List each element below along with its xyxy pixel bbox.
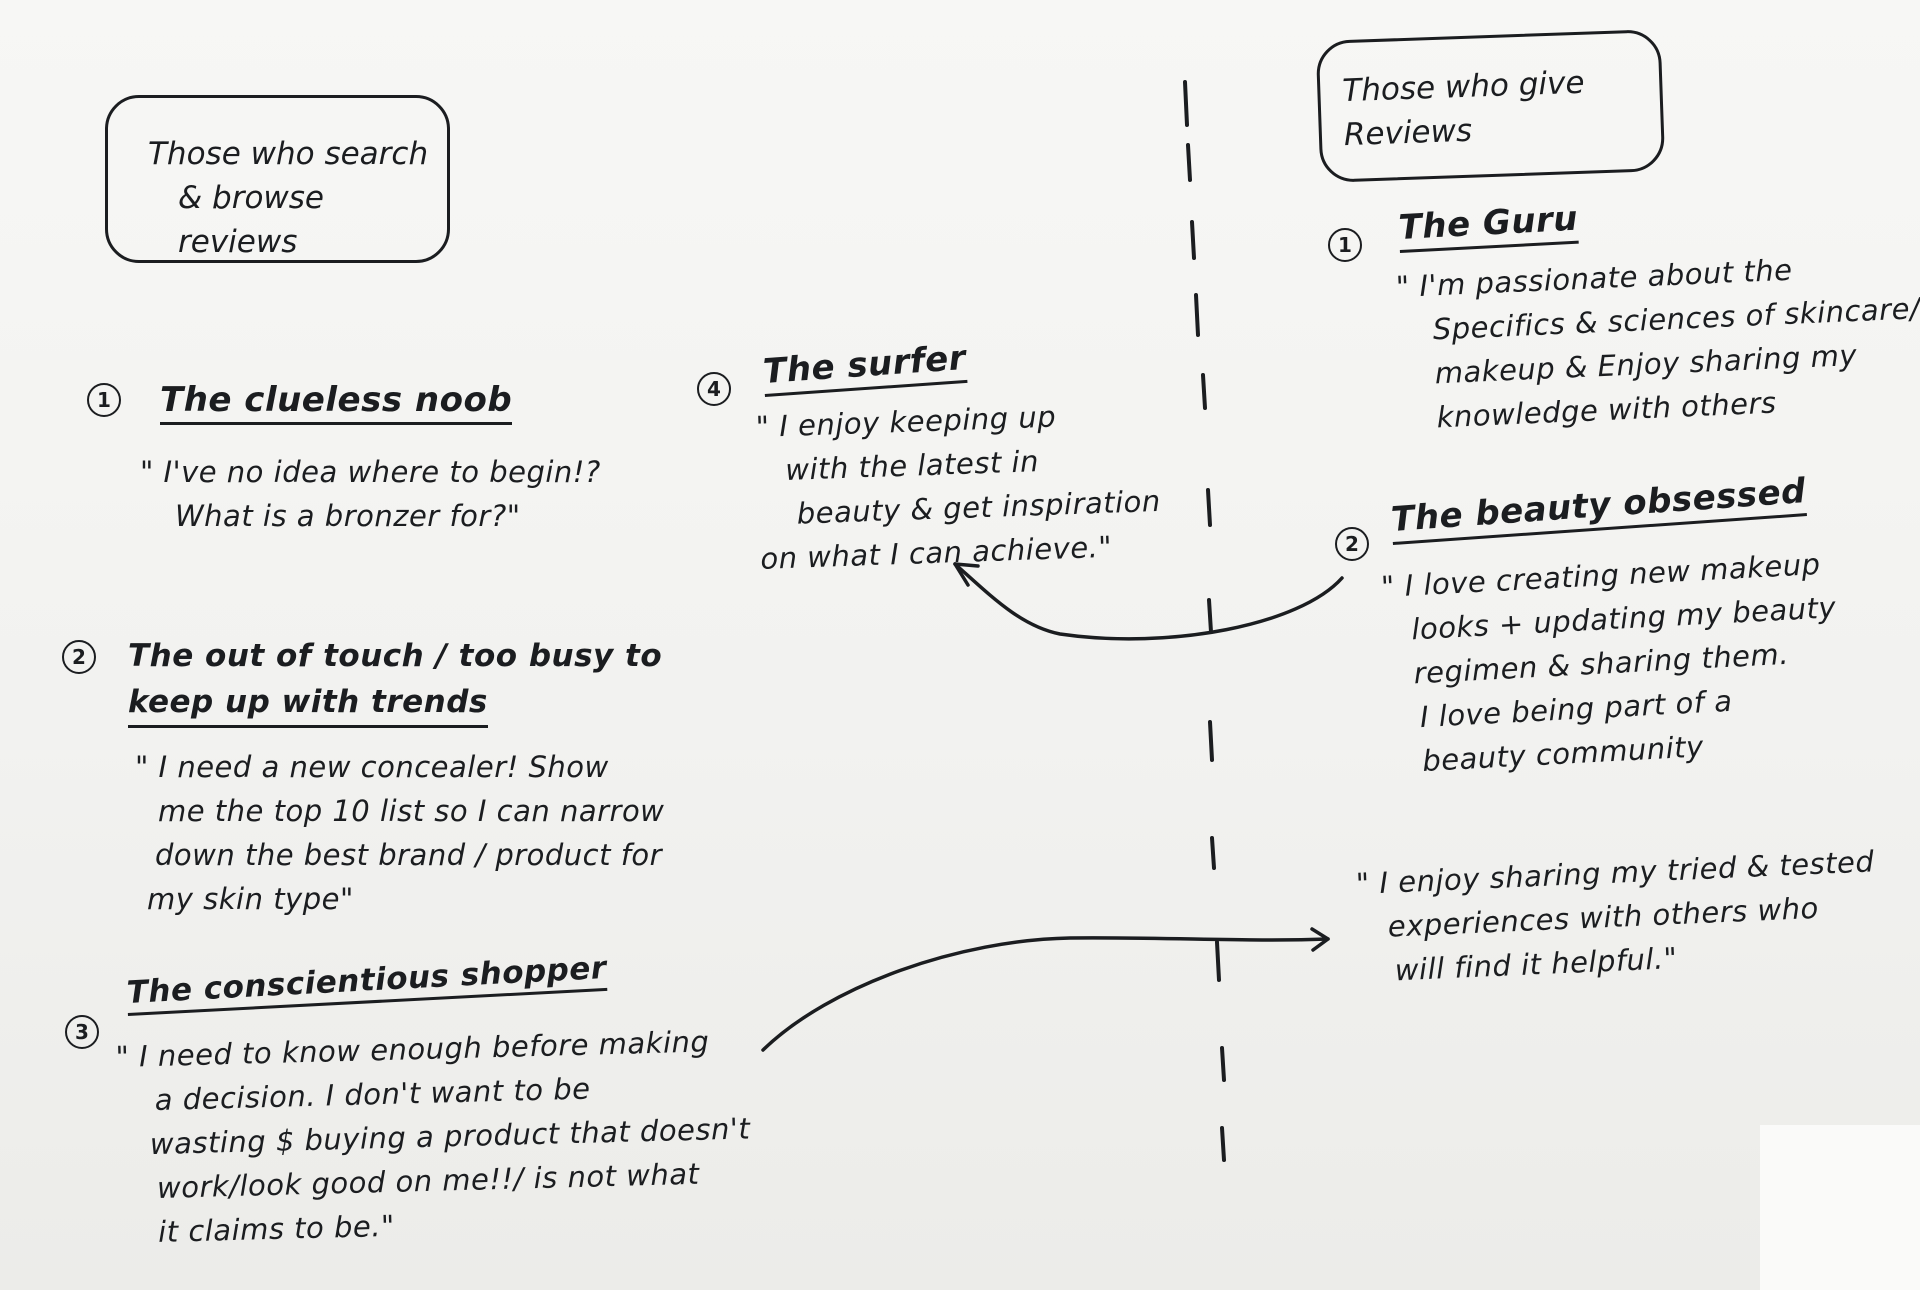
divider-dash — [1210, 836, 1216, 870]
quote-line: my skin type" — [147, 882, 354, 916]
persona-title-guru: The Guru — [1397, 198, 1580, 253]
title-line: The out of touch / too busy to — [128, 638, 663, 674]
persona-quote: " I'm passionate about the Specifics & s… — [1395, 242, 1920, 441]
givers-group-box: Those who give Reviews — [1315, 29, 1666, 183]
persona-number: 3 — [65, 1015, 99, 1049]
giver-motivation-quote: " I enjoy sharing my tried & tested expe… — [1355, 839, 1879, 993]
quote-line: down the best brand / product for — [155, 838, 663, 872]
persona-number: 2 — [62, 640, 96, 674]
persona-title-beauty-obsessed: The beauty obsessed — [1389, 471, 1808, 545]
divider-dash — [1201, 373, 1207, 410]
persona-quote: " I need a new concealer! Show me the to… — [135, 745, 664, 921]
persona-number: 1 — [87, 383, 121, 417]
persona-title-surfer: The surfer — [761, 337, 968, 397]
persona-quote: " I've no idea where to begin!? What is … — [140, 450, 601, 538]
arrow-obsessed-to-surfer — [953, 562, 1344, 641]
divider-dash — [1215, 940, 1221, 982]
divider-dash — [1220, 1126, 1226, 1162]
divider-dash — [1208, 720, 1214, 762]
quote-line: " I need a new concealer! Show — [135, 750, 609, 784]
divider-dash — [1194, 293, 1200, 337]
browsers-box-line1: Those who search — [148, 136, 429, 172]
persona-quote: " I enjoy keeping up with the latest in … — [755, 391, 1163, 581]
persona-quote: " I need to know enough before making a … — [115, 1018, 753, 1254]
divider-dash — [1186, 143, 1192, 182]
quote-line: " I've no idea where to begin!? — [140, 455, 601, 489]
divider-dash — [1220, 1046, 1226, 1082]
center-divider — [1183, 80, 1226, 1162]
divider-dash — [1190, 220, 1196, 260]
persona-number: 4 — [697, 372, 731, 406]
persona-number: 1 — [1328, 228, 1362, 262]
browsers-group-box: Those who search & browse reviews — [105, 95, 450, 263]
persona-title-out-of-touch: The out of touch / too busy to keep up w… — [128, 633, 662, 728]
persona-quote: " I love creating new makeup looks + upd… — [1380, 541, 1844, 784]
quote-line: What is a bronzer for?" — [175, 499, 521, 533]
divider-dash — [1207, 598, 1213, 634]
divider-dash — [1206, 488, 1212, 527]
divider-dash — [1183, 80, 1189, 127]
arrow-shopper-to-givers — [761, 927, 1330, 1052]
persona-title-clueless-noob: The clueless noob — [160, 380, 513, 425]
persona-title-conscientious-shopper: The conscientious shopper — [125, 949, 608, 1016]
quote-line: me the top 10 list so I can narrow — [158, 794, 665, 828]
persona-number: 2 — [1335, 527, 1369, 561]
title-line: keep up with trends — [128, 679, 488, 728]
browsers-box-line2: & browse reviews — [178, 180, 324, 260]
